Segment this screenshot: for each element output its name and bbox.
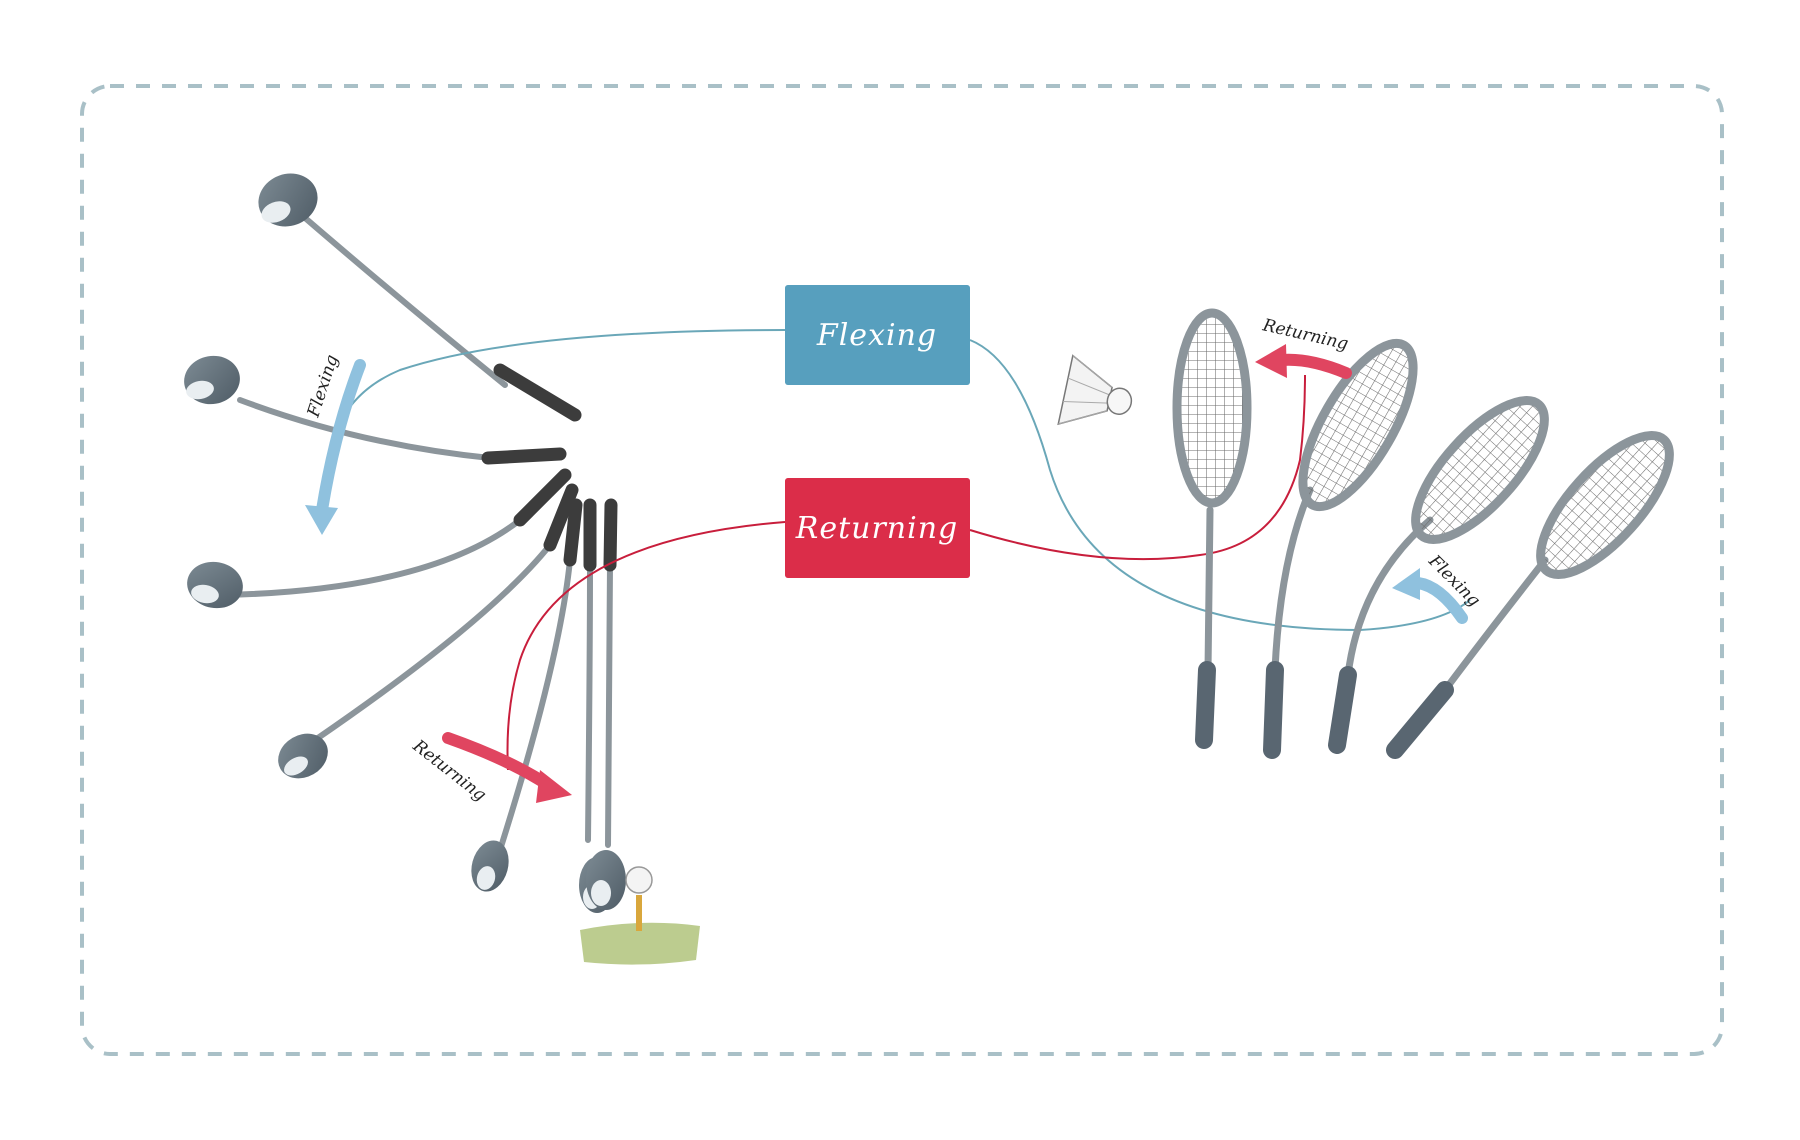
golf-return-arrow: Returning	[408, 732, 572, 806]
grass-patch-icon	[580, 922, 700, 965]
golf-club-icon	[278, 483, 579, 779]
golf-club-icon	[187, 468, 572, 609]
badminton-racket-icon	[1172, 308, 1252, 749]
racket-return-arrow-label: Returning	[1260, 315, 1350, 354]
return-connector-golf	[506, 521, 786, 771]
flex-connector-racket	[969, 339, 1471, 632]
returning-box-label: Returning	[795, 511, 959, 546]
returning-box: Returning	[785, 478, 970, 578]
badminton-racket-group	[1172, 308, 1674, 759]
badminton-racket-icon	[1263, 338, 1418, 759]
flex-connector-golf	[329, 329, 786, 456]
golf-tee-icon	[636, 895, 642, 931]
golf-ball-icon	[625, 866, 653, 894]
racket-flex-arrow: Flexing	[1392, 551, 1484, 624]
golf-club-group	[184, 173, 700, 965]
golf-flex-arrow-label: Flexing	[303, 352, 342, 420]
golf-club-icon	[471, 498, 583, 892]
golf-club-icon	[586, 498, 626, 910]
golf-flex-arrow: Flexing	[303, 352, 366, 535]
racket-return-arrow: Returning	[1255, 315, 1352, 379]
badminton-racket-icon	[1328, 396, 1549, 754]
return-connector-racket	[969, 374, 1306, 561]
badminton-racket-icon	[1386, 431, 1674, 759]
golf-club-icon	[184, 355, 567, 465]
golf-club-icon	[258, 173, 582, 422]
flexing-box: Flexing	[785, 285, 970, 385]
dashed-border	[80, 84, 1724, 1056]
flexing-box-label: Flexing	[816, 318, 937, 353]
shuttlecock-icon	[1057, 354, 1133, 426]
